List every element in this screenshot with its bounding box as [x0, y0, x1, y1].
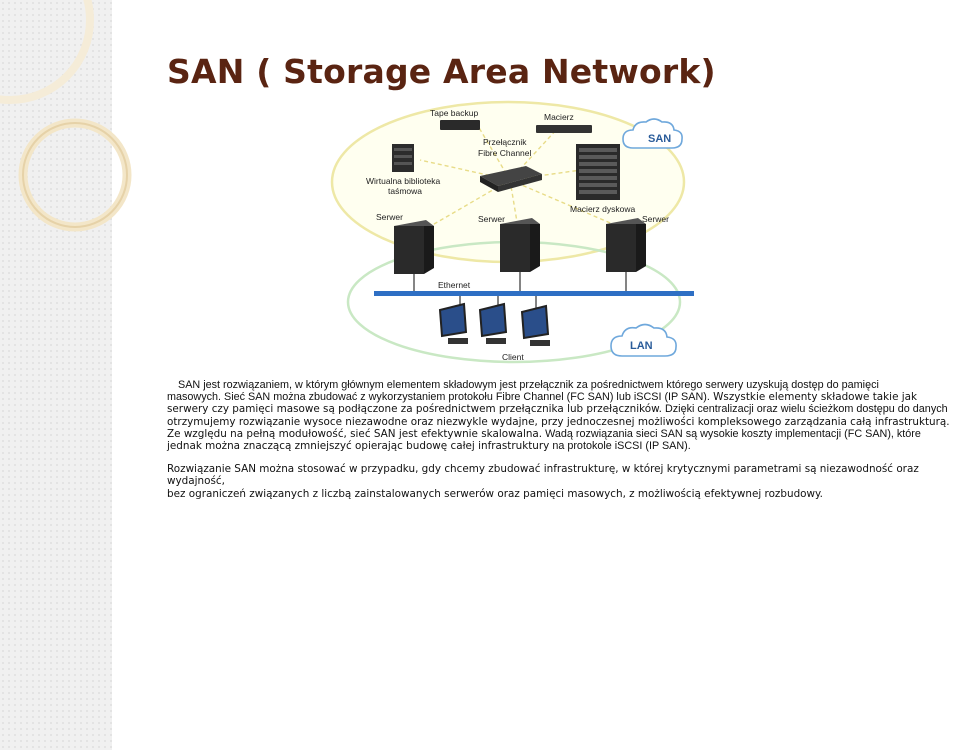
fc-switch-device — [480, 166, 542, 186]
label-server-mid: Serwer — [478, 214, 505, 224]
label-library-2: taśmowa — [388, 186, 422, 196]
client-3-device — [520, 304, 550, 346]
body-text: SAN jest rozwiązaniem, w którym głównym … — [167, 379, 957, 500]
client-1-device — [438, 302, 468, 344]
label-macierz: Macierz — [544, 112, 574, 122]
macierz-device — [536, 125, 592, 133]
page-title: SAN ( Storage Area Network) — [167, 52, 716, 91]
label-switch-1: Przełącznik — [483, 137, 527, 147]
label-disk-array: Macierz dyskowa — [570, 204, 635, 214]
paragraph-1: SAN jest rozwiązaniem, w którym głównym … — [167, 379, 950, 453]
tape-backup-device — [440, 120, 480, 130]
label-san-cloud: SAN — [648, 133, 671, 145]
server-right-device — [606, 218, 646, 272]
san-diagram: Tape backup Macierz Przełącznik Fibre Ch… — [330, 100, 694, 364]
lan-cloud: LAN — [610, 323, 677, 357]
ethernet-bar — [374, 291, 694, 296]
san-cloud: SAN — [622, 118, 683, 149]
decorative-rings — [0, 0, 132, 232]
client-2-device — [478, 302, 508, 344]
server-left-device — [394, 220, 434, 274]
label-client: Client — [502, 352, 524, 362]
label-switch-2: Fibre Channel — [478, 148, 532, 158]
label-ethernet: Ethernet — [438, 280, 471, 290]
label-library-1: Wirtualna biblioteka — [366, 176, 440, 186]
label-lan-cloud: LAN — [630, 340, 653, 352]
label-server-left: Serwer — [376, 212, 403, 222]
paragraph-2: Rozwiązanie SAN można stosować w przypad… — [167, 463, 919, 500]
server-mid-device — [500, 218, 540, 272]
label-server-right: Serwer — [642, 214, 669, 224]
label-tape-backup: Tape backup — [430, 108, 478, 118]
